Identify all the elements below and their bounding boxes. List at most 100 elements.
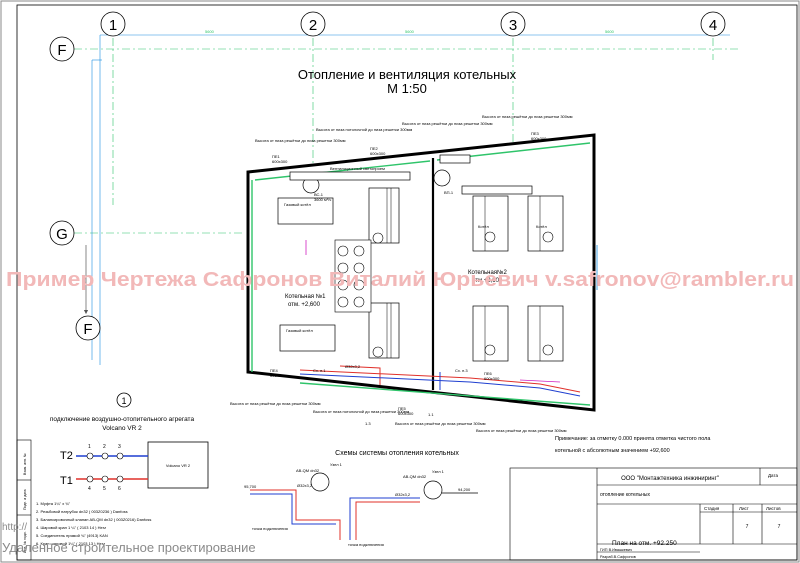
- drawing-title: Отопление и вентиляция котельных: [298, 67, 517, 82]
- svg-text:2. Резьбовой патрубок dn32 ( 0: 2. Резьбовой патрубок dn32 ( 003Z0236 ) …: [36, 509, 128, 514]
- footer-subtitle: Удаленное строительное проектирование: [2, 540, 256, 555]
- svg-text:5. Соединитель прямой ¾" (4913: 5. Соединитель прямой ¾" (4913) KAN: [36, 533, 108, 538]
- plan-label: План на отм. +92.250: [612, 540, 677, 547]
- sheet-header: Лист: [739, 506, 749, 511]
- watermark: Пример Чертежа Сафронов Виталий Юрьевич …: [6, 269, 794, 291]
- axis-bubble-G: G: [49, 220, 75, 246]
- grille-tag-1: ПЕ1: [272, 154, 281, 159]
- marker-4: 4: [88, 486, 91, 492]
- grille-tag-5: ПЕ5: [398, 406, 407, 411]
- signer-1: ГИП В.Ивашкевич: [600, 548, 632, 552]
- schema-connect-2: точка подключения: [348, 542, 384, 547]
- grille-size-1: 600x300: [272, 159, 288, 164]
- room-level-right: отм.+2,600: [472, 278, 503, 284]
- svg-text:5600: 5600: [405, 29, 415, 34]
- grille-size-6: 600x300: [484, 376, 500, 381]
- duct-note-1: Высота от низа решётки до низа решетки 3…: [255, 138, 346, 143]
- boiler-circles: [372, 231, 554, 358]
- node-label-4: 1.3: [365, 421, 371, 426]
- sheet-value: 7: [746, 524, 749, 530]
- gas-boiler-label-2: Газовый котёл: [286, 328, 313, 333]
- volcano-unit-box: [147, 441, 209, 489]
- boiler-label-2: Котёл: [536, 224, 548, 229]
- svg-text:4: 4: [709, 17, 717, 34]
- duct-note-4: Высота от низа решётки до низа решетки 3…: [482, 114, 573, 119]
- svg-text:G: G: [56, 226, 68, 243]
- node-label-1: Сх. п.1: [313, 368, 326, 373]
- t1-label: T1: [60, 475, 73, 487]
- svg-text:1: 1: [109, 17, 117, 34]
- company-name: ООО "Монтажтехника инжиниринг": [621, 476, 719, 482]
- grille-size-3: 600x300: [531, 136, 547, 141]
- side-stamp: [16, 439, 32, 561]
- svg-text:5600: 5600: [605, 29, 615, 34]
- schema-valve-1: AB-QM dn32: [296, 468, 320, 473]
- node-label-2: Сх. п.3: [455, 368, 468, 373]
- axis-bubble-1: 1: [100, 11, 126, 37]
- heating-schema: [250, 472, 478, 540]
- svg-text:3. Балансировочный клапан AB-Q: 3. Балансировочный клапан AB-QM dn32 ( 0…: [36, 517, 151, 522]
- footer-url[interactable]: http://: [2, 522, 28, 533]
- axis-bubble-F-top: F: [49, 36, 75, 62]
- svg-text:4. Шаровой кран 1 ¼" ( 2103 14: 4. Шаровой кран 1 ¼" ( 2103 14 ) Herz: [36, 525, 106, 530]
- date-label: Дата: [768, 473, 778, 478]
- sheet-title: отопление котельных: [600, 492, 650, 498]
- spec-list: 1. Муфта 1¼" x ¾" 2. Резьбовой патрубок …: [36, 501, 151, 546]
- grille-tag-4: ПЕ4: [270, 368, 279, 373]
- svg-text:F: F: [83, 321, 92, 338]
- marker-3: 3: [118, 444, 121, 450]
- title-block: [509, 467, 798, 561]
- marker-2: 2: [103, 444, 106, 450]
- heating-pipes: [299, 365, 581, 393]
- grille-size-2: 600x300: [370, 151, 386, 156]
- duct-note-7: Высота от низа решётки до низа решетки 3…: [395, 421, 486, 426]
- grille-size-4: 600x300: [270, 373, 286, 378]
- side-label-2: Подп. и дата: [23, 489, 27, 510]
- vc-label: ВС-1: [314, 192, 324, 197]
- axis-bubble-2: 2: [300, 11, 326, 37]
- svg-text:3: 3: [509, 17, 517, 34]
- detail-number: 1: [121, 396, 126, 406]
- grille-tag-6: ПЕ6: [484, 371, 493, 376]
- room-label-right: Котельная№2: [468, 269, 507, 276]
- room-level-left: отм. +2,600: [288, 302, 321, 308]
- signer-2: Разраб.В.Сафронов: [600, 555, 636, 559]
- svg-text:5600: 5600: [205, 29, 215, 34]
- burner-grid: [334, 239, 372, 313]
- detail-caption: подключение воздушно-отопительного агрег…: [50, 416, 195, 423]
- axis-bubble-4: 4: [700, 11, 726, 37]
- grille-size-5: 600x300: [398, 411, 414, 416]
- svg-text:1. Муфта 1¼" x ¾": 1. Муфта 1¼" x ¾": [36, 501, 71, 506]
- detail-caption-2: Volcano VR 2: [102, 425, 142, 432]
- sheets-header: Листов: [766, 506, 781, 511]
- schema-node-2: Узел 1: [432, 469, 445, 474]
- svg-text:F: F: [57, 42, 66, 59]
- note-line-2: котельной с абсолютным значением +92,600: [555, 447, 670, 454]
- schema-valve-2: AB-QM dn32: [403, 474, 427, 479]
- dimension-lines: [91, 34, 730, 365]
- sheet-frame: [16, 4, 798, 561]
- drawing-scale: М 1:50: [387, 81, 427, 96]
- duct-note-8: Высота от низа решётки до низа решетки 3…: [476, 428, 567, 433]
- marker-5: 5: [103, 486, 106, 492]
- marker-1: 1: [88, 444, 91, 450]
- marker-6: 6: [118, 486, 121, 492]
- vp-label: ВП-1: [444, 190, 454, 195]
- svg-text:6. Кран шаровой 1¼" ( 2103 13: 6. Кран шаровой 1¼" ( 2103 13 ) Herz: [36, 541, 105, 546]
- schema-connect-1: точка подключения: [252, 526, 288, 531]
- stage-header: Стадия: [704, 506, 720, 511]
- gas-boiler-label: Газовый котёл: [284, 202, 311, 207]
- duct-note-5: Высота от низа решётки до низа решетки 3…: [230, 401, 321, 406]
- side-label-1: Взам. инв. №: [23, 453, 27, 475]
- schema-level-right: 94,200: [458, 487, 471, 492]
- grille-tag-3: ПЕ3: [531, 131, 540, 136]
- boiler-label: Котёл: [478, 224, 490, 229]
- schema-node-1: Узел 1: [330, 462, 343, 467]
- t2-label: T2: [60, 450, 73, 462]
- return-pipes: [299, 372, 581, 397]
- vent-top-label: Вентиляционный светопроем: [330, 166, 385, 171]
- volcano-unit-label: Volcano VR 2: [166, 463, 191, 468]
- pipe-label: Ø32x3,2: [345, 364, 361, 369]
- duct-note-2: Высота от низа потолочной до низа решетк…: [316, 127, 413, 132]
